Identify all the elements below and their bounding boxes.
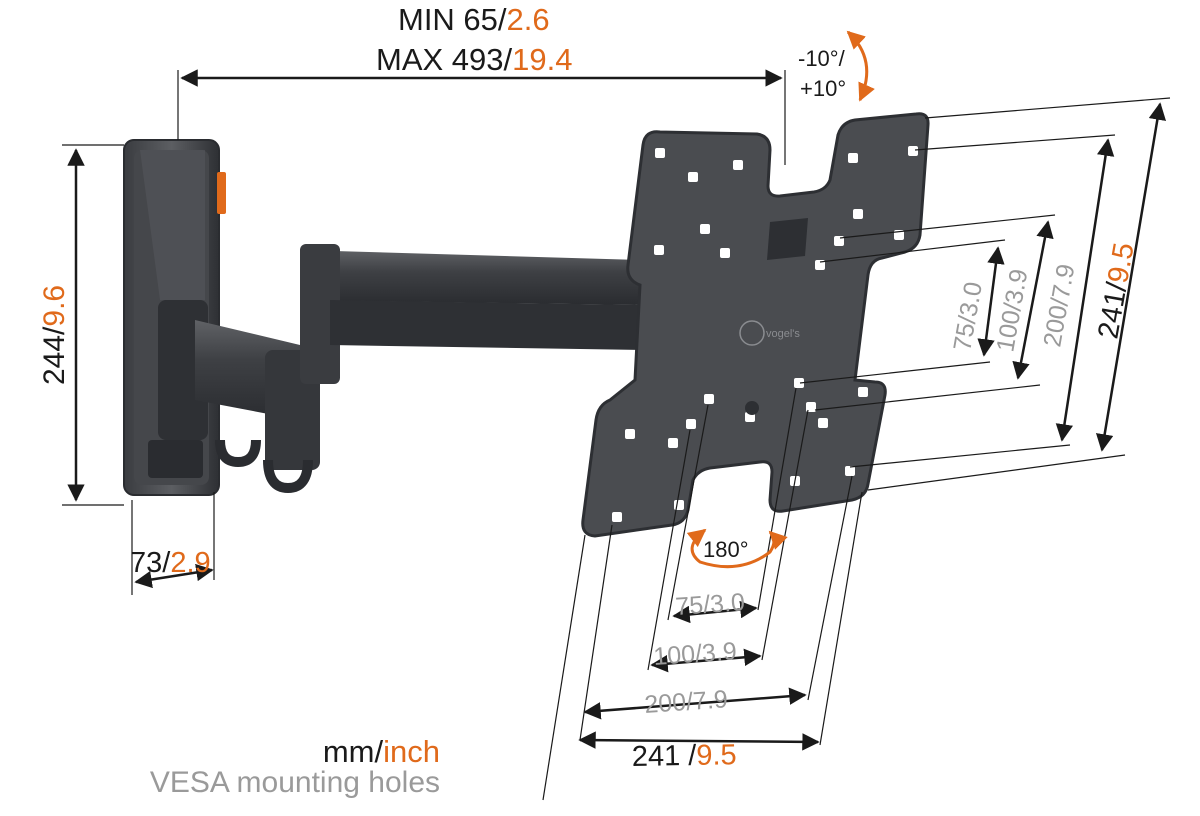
vesa-vertical-dimensions <box>799 97 1171 491</box>
extension-max-label: MAX 493/19.4 <box>376 42 572 77</box>
height-dimension <box>62 144 124 506</box>
vesa-horizontal-dimensions <box>542 387 863 801</box>
vesa-holes <box>612 146 918 522</box>
rotation-label: 180° <box>703 537 749 562</box>
vesa-vertical-200-label: 200/7.9 <box>1038 262 1080 349</box>
legend-caption: VESA mounting holes <box>149 766 440 799</box>
wall-plate-height-label: 244/9.6 <box>38 285 71 385</box>
tilt-plus-label: +10° <box>800 76 846 101</box>
swing-arm <box>158 244 640 494</box>
vesa-horizontal-200-label: 200/7.9 <box>643 685 728 719</box>
brand-logo: vogel's <box>739 320 800 346</box>
vesa-vertical-100-label: 100/3.9 <box>991 267 1033 354</box>
vesa-vertical-241-label: 241/9.5 <box>1092 240 1140 341</box>
vesa-vertical-75-label: 75/3.0 <box>948 280 988 353</box>
vesa-horizontal-75-label: 75/3.0 <box>674 588 745 621</box>
tilt-minus-label: -10°/ <box>798 46 846 71</box>
depth-dimension <box>131 492 215 595</box>
release-tab-icon <box>217 172 226 214</box>
extension-min-label: MIN 65/2.6 <box>398 2 550 37</box>
tilt-arrow-icon <box>846 30 875 102</box>
vesa-horizontal-100-label: 100/3.9 <box>652 637 737 671</box>
extension-dimension <box>177 69 786 165</box>
rotation-arrow-icon <box>686 528 788 569</box>
legend-units: mm/inch <box>322 734 440 769</box>
vesa-plate: vogel's <box>581 112 930 538</box>
vesa-horizontal-241-label: 241 /9.5 <box>632 739 737 773</box>
wall-plate-depth-label: 73/2.9 <box>130 547 211 579</box>
brand-logo-text: vogel's <box>766 328 800 340</box>
